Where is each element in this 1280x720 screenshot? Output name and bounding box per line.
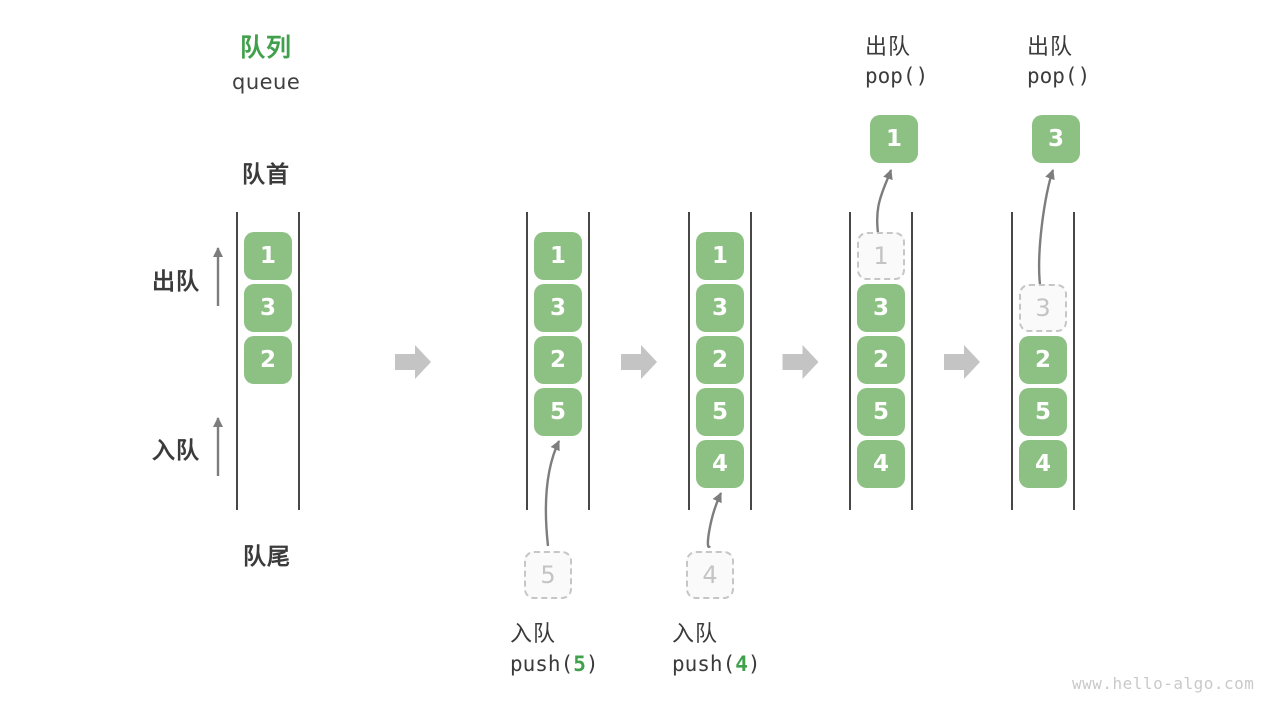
queue-item-box: 3 xyxy=(696,284,744,332)
queue-item-box: 5 xyxy=(857,388,905,436)
push-arrow-icon xyxy=(706,492,723,549)
push-code-label: push(5) xyxy=(510,652,599,676)
pop-result-box: 3 xyxy=(1032,115,1080,163)
queue-wall-line xyxy=(1011,212,1013,510)
queue-item-box: 5 xyxy=(534,388,582,436)
diagram-title-zh: 队列 xyxy=(240,33,293,62)
queue-item-box: 5 xyxy=(1019,388,1067,436)
pop-code-label: pop() xyxy=(865,64,929,88)
queue-item-box: 2 xyxy=(857,336,905,384)
flow-arrow-icon xyxy=(944,345,980,379)
queue-wall-line xyxy=(911,212,913,510)
queue-wall-line xyxy=(849,212,851,510)
queue-wall-line xyxy=(298,212,300,510)
flow-arrow-icon xyxy=(395,345,431,379)
queue-wall-line xyxy=(688,212,690,510)
queue-item-box: 2 xyxy=(1019,336,1067,384)
dequeue-action-label: 出队 xyxy=(1027,35,1074,60)
queue-front-label: 队首 xyxy=(242,162,290,188)
push-arg-value: 4 xyxy=(735,652,748,676)
enqueue-ghost-box: 4 xyxy=(686,551,734,599)
push-arg-value: 5 xyxy=(573,652,586,676)
push-arrow-icon xyxy=(544,440,561,547)
queue-item-box: 3 xyxy=(534,284,582,332)
enqueue-action-label: 入队 xyxy=(672,622,719,647)
enqueue-action-label: 入队 xyxy=(510,622,557,647)
pop-code-label: pop() xyxy=(1027,64,1091,88)
dequeue-action-label: 出队 xyxy=(865,35,912,60)
pop-arrow-icon xyxy=(1038,169,1055,293)
queue-wall-line xyxy=(236,212,238,510)
queue-item-box: 4 xyxy=(696,440,744,488)
diagram-title-en: queue xyxy=(232,70,301,94)
queue-item-box: 4 xyxy=(1019,440,1067,488)
queue-item-box: 2 xyxy=(534,336,582,384)
queue-item-box: 3 xyxy=(857,284,905,332)
queue-item-box: 5 xyxy=(696,388,744,436)
queue-item-box: 3 xyxy=(244,284,292,332)
pop-result-box: 1 xyxy=(870,115,918,163)
queue-wall-line xyxy=(1073,212,1075,510)
queue-item-box: 2 xyxy=(696,336,744,384)
queue-item-box: 1 xyxy=(534,232,582,280)
flow-arrow-icon xyxy=(621,345,657,379)
queue-item-ghost: 1 xyxy=(857,232,905,280)
enqueue-side-label: 入队 xyxy=(152,438,200,464)
pop-arrow-icon xyxy=(875,169,893,241)
queue-rear-label: 队尾 xyxy=(243,544,291,570)
queue-wall-line xyxy=(750,212,752,510)
enqueue-ghost-box: 5 xyxy=(524,551,572,599)
dequeue-side-label: 出队 xyxy=(152,269,200,295)
flow-arrow-icon xyxy=(782,345,819,379)
queue-item-box: 2 xyxy=(244,336,292,384)
queue-item-box: 4 xyxy=(857,440,905,488)
queue-item-box: 1 xyxy=(696,232,744,280)
watermark: www.hello-algo.com xyxy=(1072,674,1255,693)
queue-wall-line xyxy=(526,212,528,510)
push-code-label: push(4) xyxy=(672,652,761,676)
queue-item-ghost: 3 xyxy=(1019,284,1067,332)
queue-wall-line xyxy=(588,212,590,510)
queue-item-box: 1 xyxy=(244,232,292,280)
